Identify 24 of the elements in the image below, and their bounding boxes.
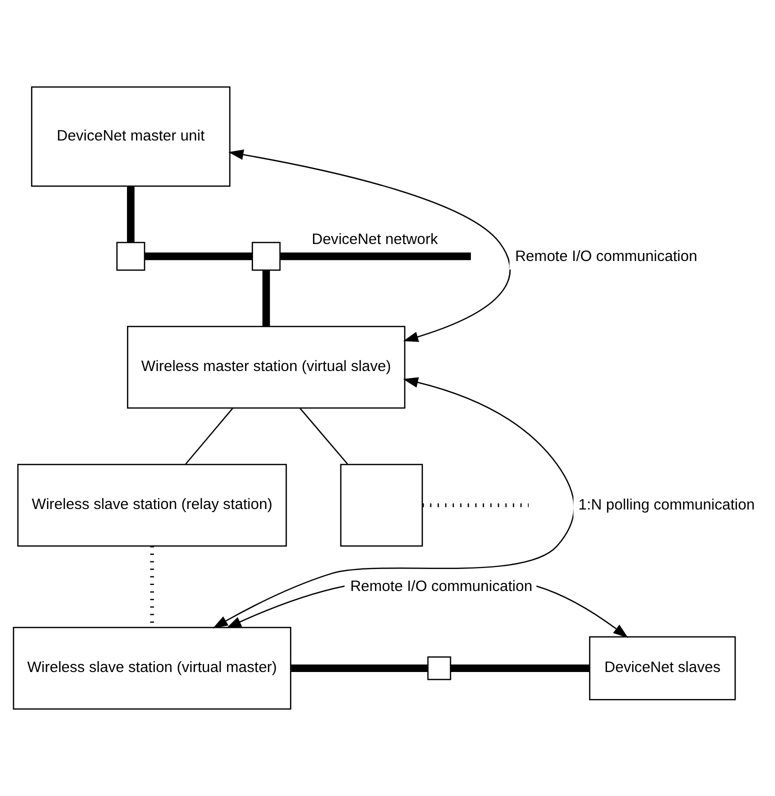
node-box: Wireless master station (virtual slave)	[126, 326, 406, 409]
connector	[185, 408, 234, 465]
connector	[299, 408, 348, 465]
node-box: Wireless slave station (relay station)	[17, 464, 287, 547]
node-box: Wireless slave station (virtual master)	[12, 626, 292, 710]
connector	[450, 664, 590, 672]
arrow	[228, 149, 510, 342]
edge-label: Remote I/O communication	[350, 578, 532, 596]
node-box	[252, 242, 281, 271]
node-box	[340, 464, 423, 547]
connector	[280, 252, 471, 260]
connector	[145, 252, 252, 260]
connector	[422, 503, 529, 508]
connector	[126, 186, 135, 242]
connector	[291, 664, 428, 672]
edge-label: Remote I/O communication	[515, 248, 698, 265]
connector	[262, 270, 270, 326]
node-box: DeviceNet slaves	[589, 636, 736, 700]
arrow	[212, 377, 575, 628]
node-box: DeviceNet master unit	[31, 86, 230, 187]
node-box	[427, 656, 452, 680]
edge-label: DeviceNet network	[312, 230, 438, 248]
node-box	[116, 242, 146, 271]
edge-label: 1:N polling communication	[578, 496, 755, 514]
